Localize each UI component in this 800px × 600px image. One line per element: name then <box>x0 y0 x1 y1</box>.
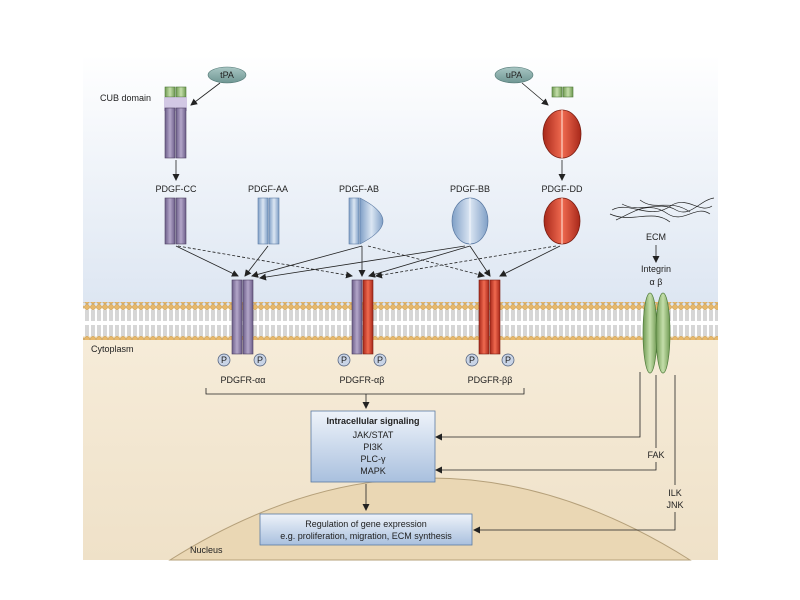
upa-protease: uPA <box>494 66 534 84</box>
ilk-label: ILK <box>668 488 682 498</box>
pdgf-cc-precursor <box>164 107 187 159</box>
receptor-bb-label: PDGFR-ββ <box>468 375 513 385</box>
ligand-pdgf-dd <box>543 197 581 245</box>
receptor-pdgfr-aa <box>231 279 254 355</box>
signaling-item-mapk: MAPK <box>360 466 386 476</box>
tpa-protease: tPA <box>207 66 247 84</box>
cub-domain-cc <box>164 86 187 111</box>
binding-arrows <box>175 245 561 281</box>
fak-label: FAK <box>647 450 664 460</box>
cub-domain-label: CUB domain <box>100 93 151 103</box>
phosphate-bb-right: P <box>501 353 515 367</box>
ligand-pdgf-aa <box>257 197 280 245</box>
signaling-item-pi3k: PI3K <box>363 442 383 452</box>
svg-text:P: P <box>257 355 263 365</box>
receptor-pdgfr-ab <box>351 279 374 355</box>
receptor-pdgfr-bb <box>478 279 501 355</box>
receptor-aa-label: PDGFR-αα <box>221 375 266 385</box>
svg-text:P: P <box>377 355 383 365</box>
integrin-signal-lines <box>435 372 676 534</box>
ligand-ab-label: PDGF-AB <box>339 184 379 194</box>
gene-regulation-line1: Regulation of gene expression <box>305 519 427 529</box>
signaling-title: Intracellular signaling <box>326 416 419 426</box>
phosphate-ab-right: P <box>373 353 387 367</box>
jnk-label: JNK <box>666 500 683 510</box>
ecm-label: ECM <box>646 232 666 242</box>
pdgf-dd-precursor <box>542 109 582 159</box>
cub-domain-dd <box>551 86 574 98</box>
svg-text:P: P <box>469 355 475 365</box>
ecm-fibers <box>609 197 715 223</box>
integrin-receptor <box>642 292 671 374</box>
svg-text:tPA: tPA <box>220 70 234 80</box>
phosphate-aa-right: P <box>253 353 267 367</box>
ligand-pdgf-ab <box>348 197 384 245</box>
tpa-cleavage-arrow <box>190 82 221 106</box>
binding-dashed-arrows <box>177 245 557 279</box>
svg-text:P: P <box>505 355 511 365</box>
upa-cleavage-arrow <box>521 82 549 106</box>
signaling-item-jak-stat: JAK/STAT <box>353 430 394 440</box>
ligand-pdgf-bb <box>451 197 489 245</box>
ligand-cc-label: PDGF-CC <box>156 184 197 194</box>
cytoplasm-label: Cytoplasm <box>91 344 134 354</box>
ligand-dd-label: PDGF-DD <box>542 184 583 194</box>
extracellular-space <box>83 55 718 305</box>
integrin-label: Integrin <box>641 264 671 274</box>
gene-regulation-box: Regulation of gene expression e.g. proli… <box>259 513 473 546</box>
intracellular-signaling-box: Intracellular signaling JAK/STAT PI3K PL… <box>310 410 436 483</box>
phosphate-aa-left: P <box>217 353 231 367</box>
signaling-item-plc: PLC-γ <box>360 454 386 464</box>
ligand-pdgf-cc <box>164 197 187 245</box>
svg-text:P: P <box>221 355 227 365</box>
receptor-ab-label: PDGFR-αβ <box>340 375 385 385</box>
phosphate-bb-left: P <box>465 353 479 367</box>
receptor-bracket <box>205 388 525 409</box>
nucleus-label: Nucleus <box>190 545 223 555</box>
integrin-subunits-label: α β <box>650 277 663 287</box>
svg-text:P: P <box>341 355 347 365</box>
ligand-bb-label: PDGF-BB <box>450 184 490 194</box>
ligand-aa-label: PDGF-AA <box>248 184 288 194</box>
cell-membrane <box>83 302 718 340</box>
phosphate-ab-left: P <box>337 353 351 367</box>
gene-regulation-line2: e.g. proliferation, migration, ECM synth… <box>280 531 452 541</box>
svg-text:uPA: uPA <box>506 70 522 80</box>
